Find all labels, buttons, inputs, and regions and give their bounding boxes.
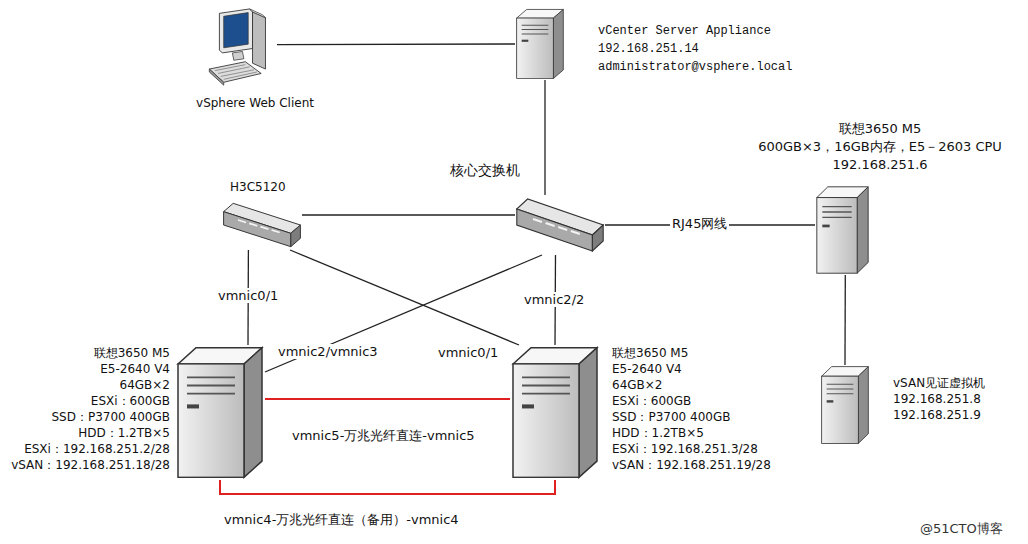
link-label: vmnic2/2 xyxy=(522,292,586,307)
node-text: vSAN见证虚拟机192.168.251.8192.168.251.9 xyxy=(893,375,1023,423)
node-label: 192.168.251.9 xyxy=(893,407,1023,423)
node-label: vCenter Server Appliance xyxy=(598,22,828,40)
node-text: 核心交换机 xyxy=(450,162,560,179)
network-link xyxy=(277,43,515,45)
switch-icon xyxy=(515,195,605,255)
network-link xyxy=(844,275,846,365)
node-label: 核心交换机 xyxy=(450,162,560,179)
client-pc: vSphere Web Client xyxy=(205,6,277,94)
node-label: 192.168.251.14 xyxy=(598,40,828,58)
server-icon xyxy=(515,8,565,80)
server-icon xyxy=(820,365,870,445)
node-label: vSphere Web Client xyxy=(175,96,335,111)
node-label: 192.168.251.6 xyxy=(738,156,1022,174)
node-label: 600GB×3，16GB内存，E5－2603 CPU xyxy=(738,138,1022,156)
node-label: vSAN见证虚拟机 xyxy=(893,375,1023,391)
server-icon xyxy=(510,345,600,480)
node-label: vSAN：192.168.251.19/28 xyxy=(612,457,792,473)
fiber-link xyxy=(220,480,555,494)
witness-host: 联想3650 M5600GB×3，16GB内存，E5－2603 CPU192.1… xyxy=(815,185,870,275)
esxi-host: 联想3650 M5E5-2640 V464GB×2ESXi：600GBSSD：P… xyxy=(175,345,265,480)
node-label: 192.168.251.8 xyxy=(893,391,1023,407)
node-label: administrator@vsphere.local xyxy=(598,58,828,76)
node-label: ESXi：600GB xyxy=(612,393,792,409)
node-label: E5-2640 V4 xyxy=(612,361,792,377)
link-label: vmnic5-万兆光纤直连-vmnic5 xyxy=(290,428,477,443)
node-text: 联想3650 M5E5-2640 V464GB×2ESXi：600GBSSD：P… xyxy=(612,345,792,473)
node-label: 64GB×2 xyxy=(8,377,170,393)
witness-vm: vSAN见证虚拟机192.168.251.8192.168.251.9 xyxy=(820,365,870,445)
vcenter-server: vCenter Server Appliance192.168.251.14ad… xyxy=(515,8,565,80)
access-switch: H3C5120 xyxy=(222,200,302,250)
network-link xyxy=(544,80,545,195)
node-label: 64GB×2 xyxy=(612,377,792,393)
link-label: vmnic0/1 xyxy=(216,288,280,303)
link-label: vmnic4-万兆光纤直连（备用）-vmnic4 xyxy=(222,512,461,527)
node-text: H3C5120 xyxy=(230,180,310,194)
network-link xyxy=(290,250,519,345)
node-label: vSAN：192.168.251.18/28 xyxy=(8,457,170,473)
node-label: 联想3650 M5 xyxy=(738,120,1022,138)
node-text: vCenter Server Appliance192.168.251.14ad… xyxy=(598,22,828,76)
computer-icon xyxy=(205,6,277,94)
node-label: SSD：P3700 400GB xyxy=(612,409,792,425)
core-switch: 核心交换机 xyxy=(515,195,605,255)
node-text: vSphere Web Client xyxy=(175,96,335,111)
node-label: ESXi：192.168.251.2/28 xyxy=(8,441,170,457)
node-label: ESXi：192.168.251.3/28 xyxy=(612,441,792,457)
node-text: 联想3650 M5E5-2640 V464GB×2ESXi：600GBSSD：P… xyxy=(8,345,170,473)
server-icon xyxy=(175,345,265,480)
node-label: HDD：1.2TB×5 xyxy=(8,425,170,441)
network-link xyxy=(265,255,542,372)
node-label: H3C5120 xyxy=(230,180,310,194)
network-link xyxy=(302,214,515,215)
node-label: E5-2640 V4 xyxy=(8,361,170,377)
link-label: RJ45网线 xyxy=(670,216,729,231)
fiber-link xyxy=(265,398,510,400)
watermark: @51CTO博客 xyxy=(920,520,1003,538)
node-label: 联想3650 M5 xyxy=(8,345,170,361)
link-label: vmnic0/1 xyxy=(436,345,500,360)
server-icon xyxy=(815,185,870,275)
node-label: HDD：1.2TB×5 xyxy=(612,425,792,441)
esxi-host: 联想3650 M5E5-2640 V464GB×2ESXi：600GBSSD：P… xyxy=(510,345,600,480)
link-label: vmnic2/vmnic3 xyxy=(276,344,380,359)
node-text: 联想3650 M5600GB×3，16GB内存，E5－2603 CPU192.1… xyxy=(738,120,1022,174)
node-label: ESXi：600GB xyxy=(8,393,170,409)
switch-icon xyxy=(222,200,302,250)
node-label: SSD：P3700 400GB xyxy=(8,409,170,425)
node-label: 联想3650 M5 xyxy=(612,345,792,361)
